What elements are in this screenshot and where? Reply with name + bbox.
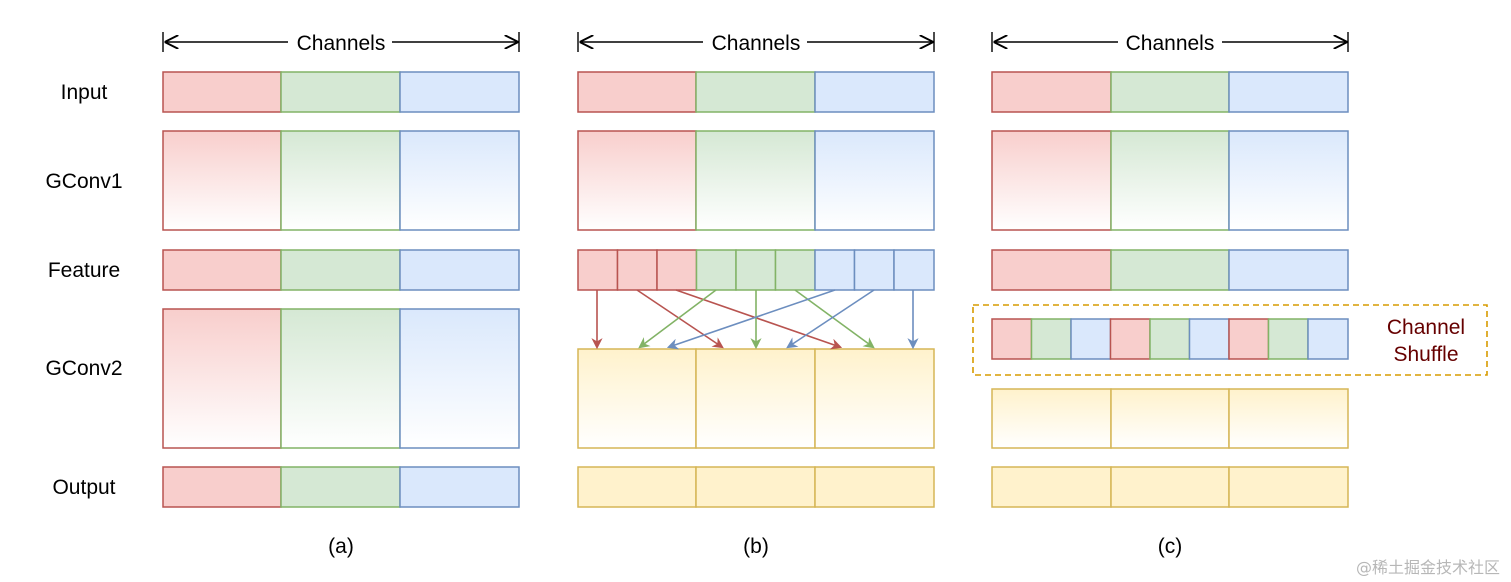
input-group-green: [280, 71, 401, 113]
output-group-3: [1228, 466, 1349, 508]
shuffle-arrow-blue: [666, 289, 836, 350]
gconv1-group-blue: [399, 130, 520, 231]
shuffled-subchannel-red: [1109, 318, 1151, 360]
gconv1-group-green: [1110, 130, 1230, 231]
feature-group-blue: [399, 249, 520, 291]
gconv2-group-red: [162, 308, 282, 449]
channels-label: Channels: [297, 32, 386, 55]
panel-c: Channels Channel Shuffle: [972, 30, 1488, 558]
input-group-blue: [399, 71, 520, 113]
shuffled-subchannel-green: [1267, 318, 1309, 360]
panel-label-b: (b): [743, 535, 769, 558]
feature-subchannel-green-1: [695, 249, 737, 291]
feature-group-green: [280, 249, 401, 291]
output-group-2: [695, 466, 816, 508]
channel-shuffle-label-line1: Channel: [1387, 316, 1465, 339]
output-group-red: [162, 466, 282, 508]
gconv1-group-blue: [814, 130, 935, 231]
input-group-red: [991, 71, 1112, 113]
shuffled-subchannel-blue: [1188, 318, 1230, 360]
channels-label: Channels: [712, 32, 801, 55]
panel-label-c: (c): [1158, 535, 1183, 558]
watermark-text: @稀土掘金技术社区: [1356, 558, 1500, 577]
shuffle-arrow-red: [675, 289, 843, 350]
gconv2-group-blue: [399, 308, 520, 449]
shuffled-subchannel-blue: [1307, 318, 1349, 360]
gconv2-group-3: [1228, 388, 1349, 449]
feature-subchannel-red-2: [616, 249, 658, 291]
feature-subchannel-green-2: [735, 249, 777, 291]
shuffle-arrow-green: [638, 289, 717, 349]
input-group-red: [577, 71, 697, 113]
input-group-green: [695, 71, 816, 113]
panel-b: Channels: [577, 30, 935, 558]
output-group-blue: [399, 466, 520, 508]
row-label-output: Output: [52, 476, 115, 499]
gconv2-group-2: [1110, 388, 1230, 449]
panel-a: Channels (a): [162, 30, 520, 558]
shuffled-subchannel-green: [1030, 318, 1072, 360]
feature-group-red: [162, 249, 282, 291]
feature-subchannel-blue-2: [853, 249, 895, 291]
feature-group-blue: [1228, 249, 1349, 291]
channels-label-bg: [703, 30, 807, 54]
gconv2-group-1: [991, 388, 1112, 449]
output-group-green: [280, 466, 401, 508]
input-group-red: [162, 71, 282, 113]
input-group-blue: [814, 71, 935, 113]
feature-subchannel-blue-1: [814, 249, 856, 291]
feature-subchannel-red-3: [656, 249, 698, 291]
feature-group-green: [1110, 249, 1230, 291]
feature-subchannel-red-1: [577, 249, 619, 291]
shuffled-subchannel-green: [1149, 318, 1191, 360]
row-label-gconv2: GConv2: [45, 357, 122, 380]
channels-label: Channels: [1126, 32, 1215, 55]
shuffled-subchannel-red: [991, 318, 1033, 360]
channel-shuffle-box: [972, 304, 1488, 376]
feature-subchannel-green-3: [774, 249, 816, 291]
gconv1-group-green: [695, 130, 816, 231]
channel-shuffle-label-line2: Shuffle: [1394, 343, 1459, 366]
gconv2-group-1: [577, 348, 697, 449]
gconv2-group-2: [695, 348, 816, 449]
gconv2-group-green: [280, 308, 401, 449]
output-group-1: [991, 466, 1112, 508]
shuffled-subchannel-red: [1228, 318, 1270, 360]
channels-label-bg: [1118, 30, 1222, 54]
row-label-gconv1: GConv1: [45, 170, 122, 193]
output-group-3: [814, 466, 935, 508]
shuffle-arrow-blue: [786, 289, 875, 349]
channels-label-bg: [288, 30, 392, 54]
input-group-green: [1110, 71, 1230, 113]
input-group-blue: [1228, 71, 1349, 113]
output-group-2: [1110, 466, 1230, 508]
gconv1-group-red: [991, 130, 1112, 231]
shuffle-arrow-red: [636, 289, 724, 349]
gconv1-group-red: [162, 130, 282, 231]
gconv2-group-3: [814, 348, 935, 449]
panel-label-a: (a): [328, 535, 354, 558]
feature-group-red: [991, 249, 1112, 291]
feature-subchannel-blue-3: [893, 249, 935, 291]
gconv1-group-red: [577, 130, 697, 231]
row-label-input: Input: [61, 81, 108, 104]
gconv1-group-blue: [1228, 130, 1349, 231]
row-label-feature: Feature: [48, 259, 120, 282]
shuffled-subchannel-blue: [1070, 318, 1112, 360]
output-group-1: [577, 466, 697, 508]
gconv1-group-green: [280, 130, 401, 231]
